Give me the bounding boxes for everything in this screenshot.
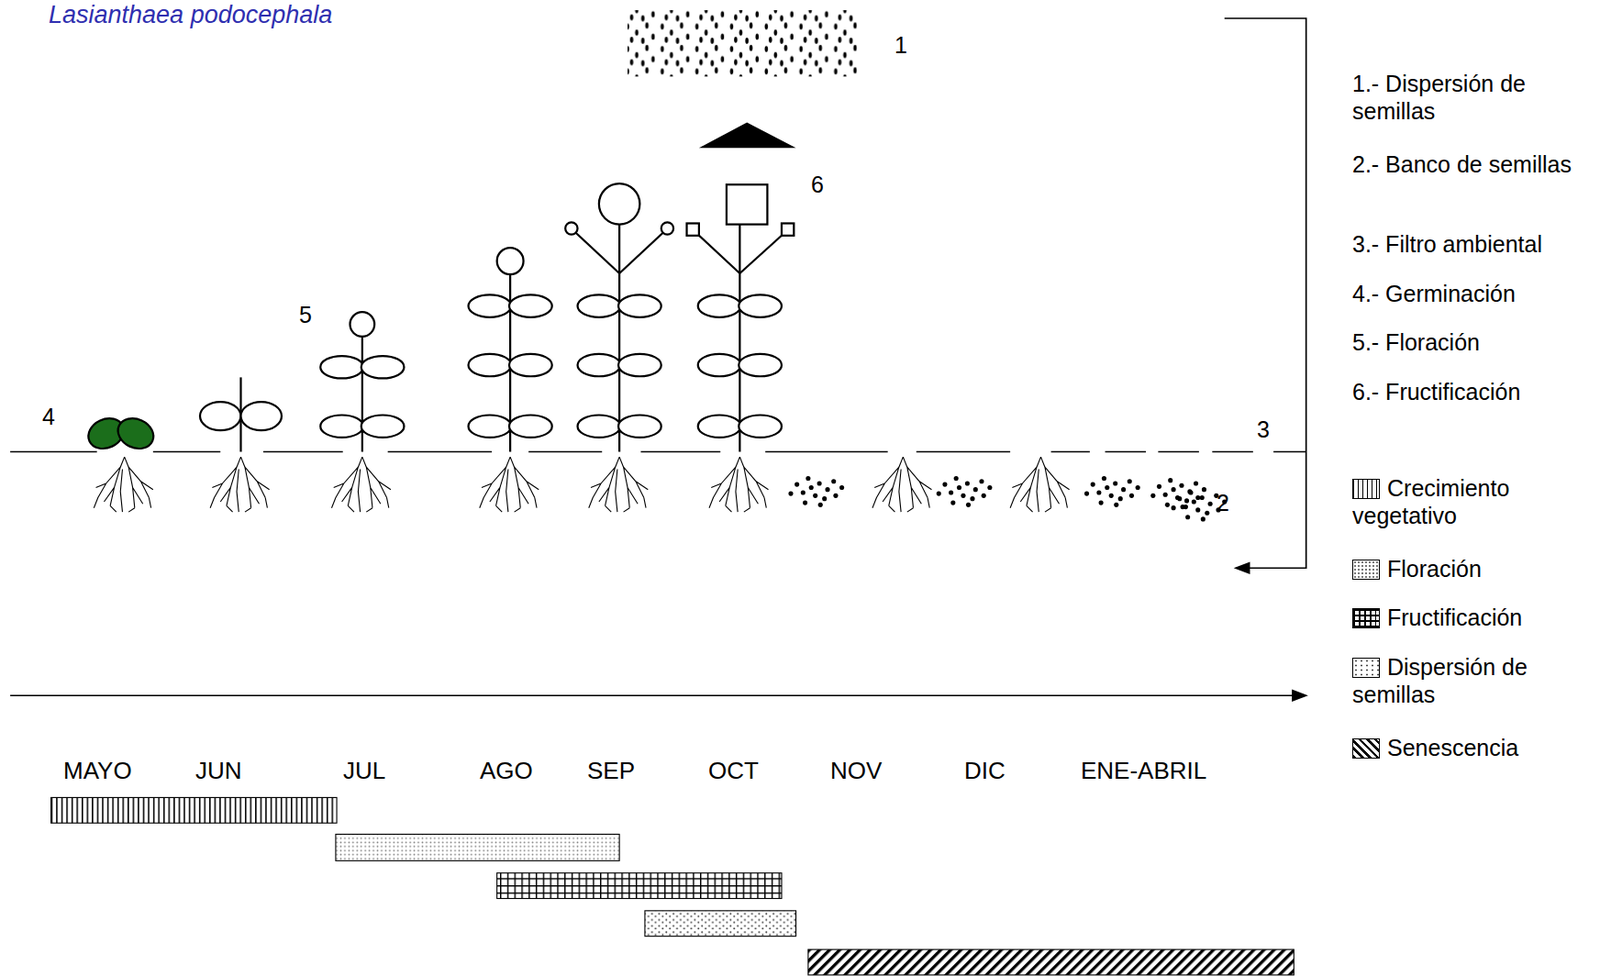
stage-key-item: 2.- Banco de semillas [1352,150,1593,178]
legend-swatch [1352,738,1380,759]
month-label: SEP [587,756,635,786]
stage-key-item: 3.- Filtro ambiental [1352,230,1593,258]
legend-entry: Senescencia [1352,733,1593,762]
ground-line [10,451,1307,453]
roots [93,456,1069,512]
month-label: MAYO [63,756,133,786]
dispersed-seeds [627,10,857,77]
callout-number: 3 [1256,415,1270,444]
legend-text: Floración [1387,555,1482,582]
month-label: AGO [479,756,534,786]
dispersal-arrowhead [699,122,797,148]
legend-swatch [1352,478,1380,500]
month-label: DIC [964,756,1006,786]
legend-entry: Crecimiento vegetativo [1352,474,1593,530]
legend-entry: Fructificación [1352,603,1593,632]
stage-key-item: 5.- Floración [1352,328,1593,356]
time-axis-arrowhead [1291,689,1309,702]
callout-number: 5 [299,300,312,329]
stage-key-item: 1.- Dispersión de semillas [1352,69,1593,125]
callout-number: 1 [894,31,908,59]
month-label: ENE-ABRIL [1080,756,1207,786]
bracket-arrowhead [1233,562,1251,575]
month-label: NOV [830,756,882,786]
callout-number: 4 [42,402,56,431]
plants [83,183,794,455]
time-axis [10,694,1294,697]
seed-bank [788,476,1227,523]
callout-number: 2 [1216,488,1230,517]
stage-key-item: 6.- Fructificación [1352,377,1593,406]
legend-entry: Floración [1352,555,1593,583]
cycle-bracket [1224,18,1307,568]
legend-text: Fructificación [1387,604,1523,631]
month-label: JUL [343,756,386,786]
diagram-title: Lasianthaea podocephala [48,0,333,30]
stage-key-item: 4.- Germinación [1352,279,1593,308]
legend-swatch [1352,657,1380,678]
month-label: JUN [195,756,243,786]
legend-entry: Dispersión de semillas [1352,653,1593,709]
legend-swatch [1352,608,1380,629]
legend-text: Senescencia [1387,734,1519,761]
legend-swatch [1352,559,1380,580]
phenology-bars [51,797,1295,975]
callout-number: 6 [811,170,824,199]
month-label: OCT [708,756,759,786]
